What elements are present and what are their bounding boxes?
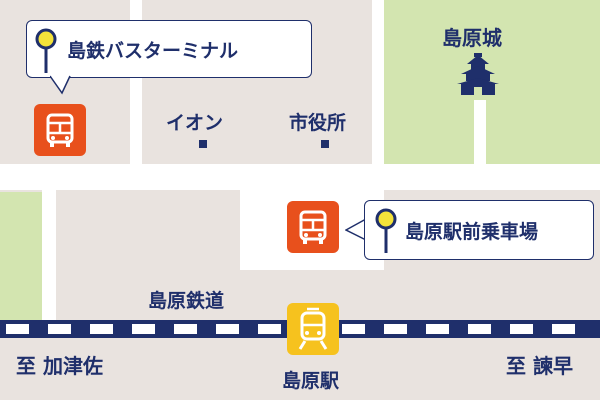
callout-pointer-icon	[50, 75, 71, 95]
callout-pointer-icon	[345, 218, 367, 241]
pin-icon	[35, 28, 57, 73]
railway-tie	[48, 324, 71, 334]
railway-tie	[342, 324, 365, 334]
railway-tie	[426, 324, 449, 334]
station-label: 島原駅	[282, 370, 340, 392]
west-park-area	[0, 192, 42, 320]
aeon-marker-icon	[199, 140, 207, 148]
castle-label: 島原城	[442, 26, 502, 50]
railway-label: 島原鉄道	[148, 290, 225, 312]
pin-icon	[375, 208, 397, 253]
station-front-label: 島原駅前乗車場	[405, 221, 539, 243]
castle-icon	[457, 53, 499, 95]
railway-tie	[468, 324, 491, 334]
road-castle-approach	[474, 100, 486, 168]
road-mid-vertical	[372, 0, 384, 170]
station-front-callout: 島原駅前乗車場	[364, 200, 594, 260]
direction-east-label: 至 諫早	[506, 354, 573, 378]
bus-terminal-label: 島鉄バスターミナル	[67, 40, 239, 62]
bus-terminal-callout: 島鉄バスターミナル	[26, 20, 312, 78]
aeon-label: イオン	[166, 112, 224, 134]
railway-tie	[90, 324, 113, 334]
city-hall-label: 市役所	[289, 112, 347, 134]
train-station-icon	[287, 303, 339, 355]
road-top-horizontal	[0, 164, 600, 190]
bus-station-front-icon	[287, 201, 339, 253]
railway-tie	[258, 324, 281, 334]
railway-tie	[384, 324, 407, 334]
road-west-vertical	[42, 186, 56, 322]
railway-tie	[552, 324, 575, 334]
railway-tie	[510, 324, 533, 334]
railway-tie	[216, 324, 239, 334]
direction-west-label: 至 加津佐	[16, 354, 103, 378]
railway-tie	[174, 324, 197, 334]
railway-tie	[6, 324, 29, 334]
bus-terminal-icon	[34, 104, 86, 156]
city-hall-marker-icon	[321, 140, 329, 148]
railway-tie	[132, 324, 155, 334]
